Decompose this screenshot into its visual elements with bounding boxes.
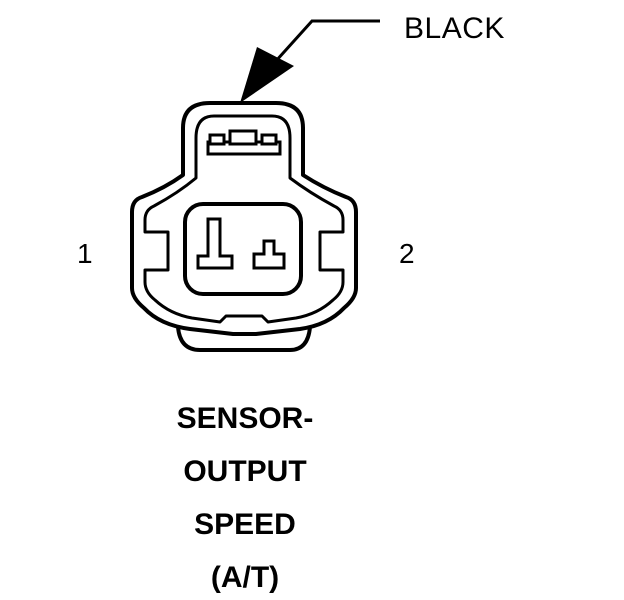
arrowhead [240,47,294,103]
title-line-1: SENSOR- [176,402,314,435]
connector-title: SENSOR- OUTPUT SPEED (A/T) [115,392,375,600]
pin-2-label: 2 [399,238,415,269]
title-line-3: SPEED [194,508,296,541]
housing-bottom-lip [176,326,312,352]
locking-latch [206,129,282,156]
connector-housing-inner [143,114,345,324]
terminal-pin-1 [196,217,234,270]
terminal-cavity [183,202,303,296]
wire-color-label: BLACK [404,12,505,45]
title-line-2: OUTPUT [183,455,307,488]
terminal-pin-2 [252,239,286,270]
leader-arrow [240,19,380,103]
pin-1-label: 1 [77,238,93,269]
title-line-4: (A/T) [210,561,280,594]
